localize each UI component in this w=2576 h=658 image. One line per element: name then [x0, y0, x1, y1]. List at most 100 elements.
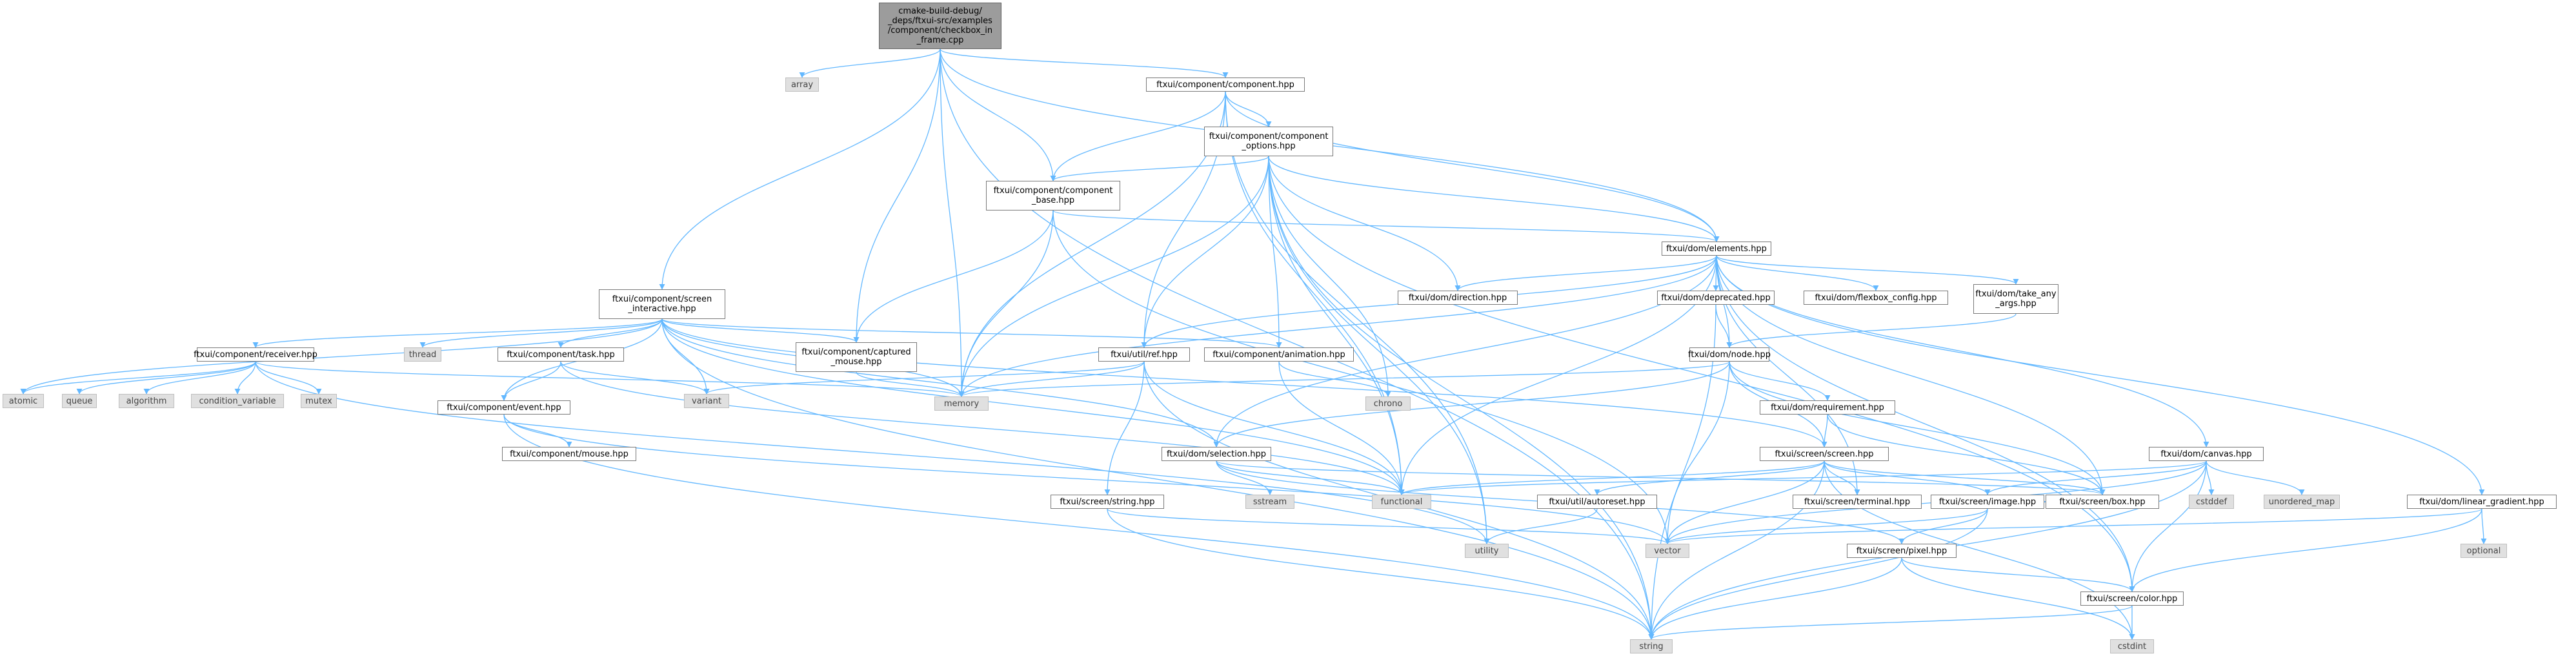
graph-node-cstdint: cstdint	[2110, 639, 2154, 653]
edge-canvas-to-color	[2129, 460, 2207, 592]
edge-component-options-to-chrono	[1268, 156, 1391, 397]
edge-image-to-pixel	[1898, 508, 1988, 544]
graph-node-autoreset[interactable]: ftxui/util/autoreset.hpp	[1537, 495, 1657, 509]
edge-requirement-to-box	[1827, 414, 2106, 495]
graph-node-receiver[interactable]: ftxui/component/receiver.hpp	[194, 347, 317, 362]
edge-node-to-vector	[1664, 361, 1730, 544]
edge-image-to-string	[1648, 508, 1988, 640]
graph-node-algorithm: algorithm	[119, 394, 174, 408]
graph-node-color[interactable]: ftxui/screen/color.hpp	[2080, 591, 2184, 606]
edge-captured-mouse-to-memory	[856, 371, 965, 397]
edge-pixel-to-cstdint	[1901, 557, 2135, 640]
graph-node-canvas[interactable]: ftxui/dom/canvas.hpp	[2149, 447, 2264, 461]
edge-screen-interactive-to-captured-mouse	[661, 318, 860, 343]
edge-component-base-to-captured-mouse	[853, 210, 1054, 343]
graph-node-root[interactable]: cmake-build-debug/ _deps/ftxui-src/examp…	[879, 3, 1001, 49]
edge-selection-to-sstream	[1216, 460, 1273, 495]
graph-node-image[interactable]: ftxui/screen/image.hpp	[1931, 495, 2044, 509]
edge-event-to-mouse	[503, 414, 572, 447]
edge-string-hpp-to-string	[1107, 508, 1655, 640]
edge-canvas-to-functional	[1398, 460, 2207, 495]
graph-node-selection[interactable]: ftxui/dom/selection.hpp	[1162, 447, 1271, 461]
graph-node-requirement[interactable]: ftxui/dom/requirement.hpp	[1760, 400, 1895, 415]
edge-node-to-box	[1729, 361, 2106, 495]
edge-string-hpp-to-vector	[1107, 508, 1671, 544]
edge-canvas-to-image	[1984, 460, 2207, 495]
edge-component-options-to-component-base	[1050, 156, 1269, 181]
edge-component-to-functional	[1225, 91, 1405, 495]
graph-node-elements[interactable]: ftxui/dom/elements.hpp	[1662, 242, 1771, 256]
graph-node-string-hpp[interactable]: ftxui/screen/string.hpp	[1051, 495, 1164, 509]
edge-node-to-memory	[958, 361, 1730, 397]
edge-component-options-to-elements	[1268, 156, 1720, 242]
graph-node-task[interactable]: ftxui/component/task.hpp	[498, 347, 624, 362]
graph-node-deprecated[interactable]: ftxui/dom/deprecated.hpp	[1657, 291, 1775, 305]
graph-node-take-any-args[interactable]: ftxui/dom/take_any _args.hpp	[1973, 284, 2058, 314]
edge-deprecated-to-node	[1715, 304, 1733, 348]
graph-node-condition-variable: condition_variable	[191, 394, 284, 408]
graph-node-captured-mouse[interactable]: ftxui/component/captured _mouse.hpp	[796, 342, 917, 372]
graph-node-variant: variant	[684, 394, 729, 408]
graph-node-mutex: mutex	[301, 394, 337, 408]
edge-root-to-captured-mouse	[853, 48, 941, 343]
graph-node-atomic: atomic	[3, 394, 44, 408]
edge-receiver-to-condition-variable	[234, 361, 256, 395]
edge-screen-to-vector	[1664, 460, 1825, 544]
graph-node-mouse[interactable]: ftxui/component/mouse.hpp	[502, 447, 636, 461]
edge-screen-interactive-to-functional	[661, 318, 1405, 495]
edge-component-to-component-options	[1225, 91, 1272, 127]
edge-elements-to-direction	[1454, 255, 1717, 291]
edge-task-to-event	[501, 361, 561, 401]
edge-screen-interactive-to-receiver	[252, 318, 663, 348]
edge-root-to-string	[940, 48, 1655, 640]
edge-ref-to-memory	[958, 361, 1145, 397]
edge-screen-to-box	[1824, 460, 2106, 495]
edge-root-to-screen-interactive	[659, 48, 941, 290]
edge-receiver-to-algorithm	[143, 361, 256, 395]
graph-node-ref[interactable]: ftxui/util/ref.hpp	[1098, 347, 1190, 362]
edge-component-base-to-memory	[958, 210, 1054, 397]
graph-node-flexbox-config[interactable]: ftxui/dom/flexbox_config.hpp	[1804, 291, 1948, 305]
graph-node-event[interactable]: ftxui/component/event.hpp	[438, 400, 570, 415]
edge-screen-interactive-to-thread	[419, 318, 663, 348]
graph-node-box[interactable]: ftxui/screen/box.hpp	[2046, 495, 2159, 509]
edge-root-to-array	[799, 48, 941, 78]
edge-node-to-requirement	[1729, 361, 1831, 401]
graph-node-component-base[interactable]: ftxui/component/component _base.hpp	[986, 181, 1120, 211]
edge-screen-interactive-to-screen	[661, 318, 1827, 447]
graph-node-screen-interactive[interactable]: ftxui/component/screen _interactive.hpp	[599, 289, 725, 319]
graph-node-animation[interactable]: ftxui/component/animation.hpp	[1204, 347, 1354, 362]
graph-node-screen[interactable]: ftxui/screen/screen.hpp	[1760, 447, 1889, 461]
edge-selection-to-functional	[1216, 460, 1405, 495]
edge-pixel-to-color	[1901, 557, 2135, 592]
graph-node-component[interactable]: ftxui/component/component.hpp	[1146, 77, 1305, 92]
edge-screen-to-functional	[1398, 460, 1825, 495]
graph-node-chrono: chrono	[1365, 396, 1411, 411]
graph-node-terminal[interactable]: ftxui/screen/terminal.hpp	[1793, 495, 1922, 509]
graph-node-pixel[interactable]: ftxui/screen/pixel.hpp	[1847, 544, 1957, 558]
edge-elements-to-memory	[958, 255, 1717, 397]
graph-node-unordered-map: unordered_map	[2264, 495, 2340, 509]
graph-node-component-options[interactable]: ftxui/component/component _options.hpp	[1204, 127, 1333, 156]
edge-component-options-to-ref	[1141, 156, 1269, 348]
edge-component-options-to-string	[1268, 156, 1655, 640]
edge-component-to-elements	[1225, 91, 1720, 242]
edge-requirement-to-screen	[1821, 414, 1828, 447]
graph-node-utility: utility	[1465, 544, 1509, 558]
edge-linear-gradient-to-optional	[2480, 508, 2487, 544]
graph-node-linear-gradient[interactable]: ftxui/dom/linear_gradient.hpp	[2407, 495, 2557, 509]
edge-image-to-vector	[1664, 508, 1988, 544]
edge-screen-interactive-to-task	[558, 318, 663, 348]
edge-component-base-to-vector	[1052, 210, 1671, 544]
edge-elements-to-flexbox-config	[1716, 255, 1879, 291]
edge-linear-gradient-to-color	[2129, 508, 2482, 592]
graph-node-node[interactable]: ftxui/dom/node.hpp	[1688, 347, 1771, 362]
edge-receiver-to-utility	[255, 361, 1490, 544]
edge-receiver-to-mutex	[255, 361, 322, 395]
edge-receiver-to-memory	[255, 361, 965, 397]
graph-node-direction[interactable]: ftxui/dom/direction.hpp	[1398, 291, 1518, 305]
edge-task-to-variant	[560, 361, 710, 395]
edge-ref-to-functional	[1143, 361, 1405, 495]
edge-animation-to-functional	[1278, 361, 1405, 495]
